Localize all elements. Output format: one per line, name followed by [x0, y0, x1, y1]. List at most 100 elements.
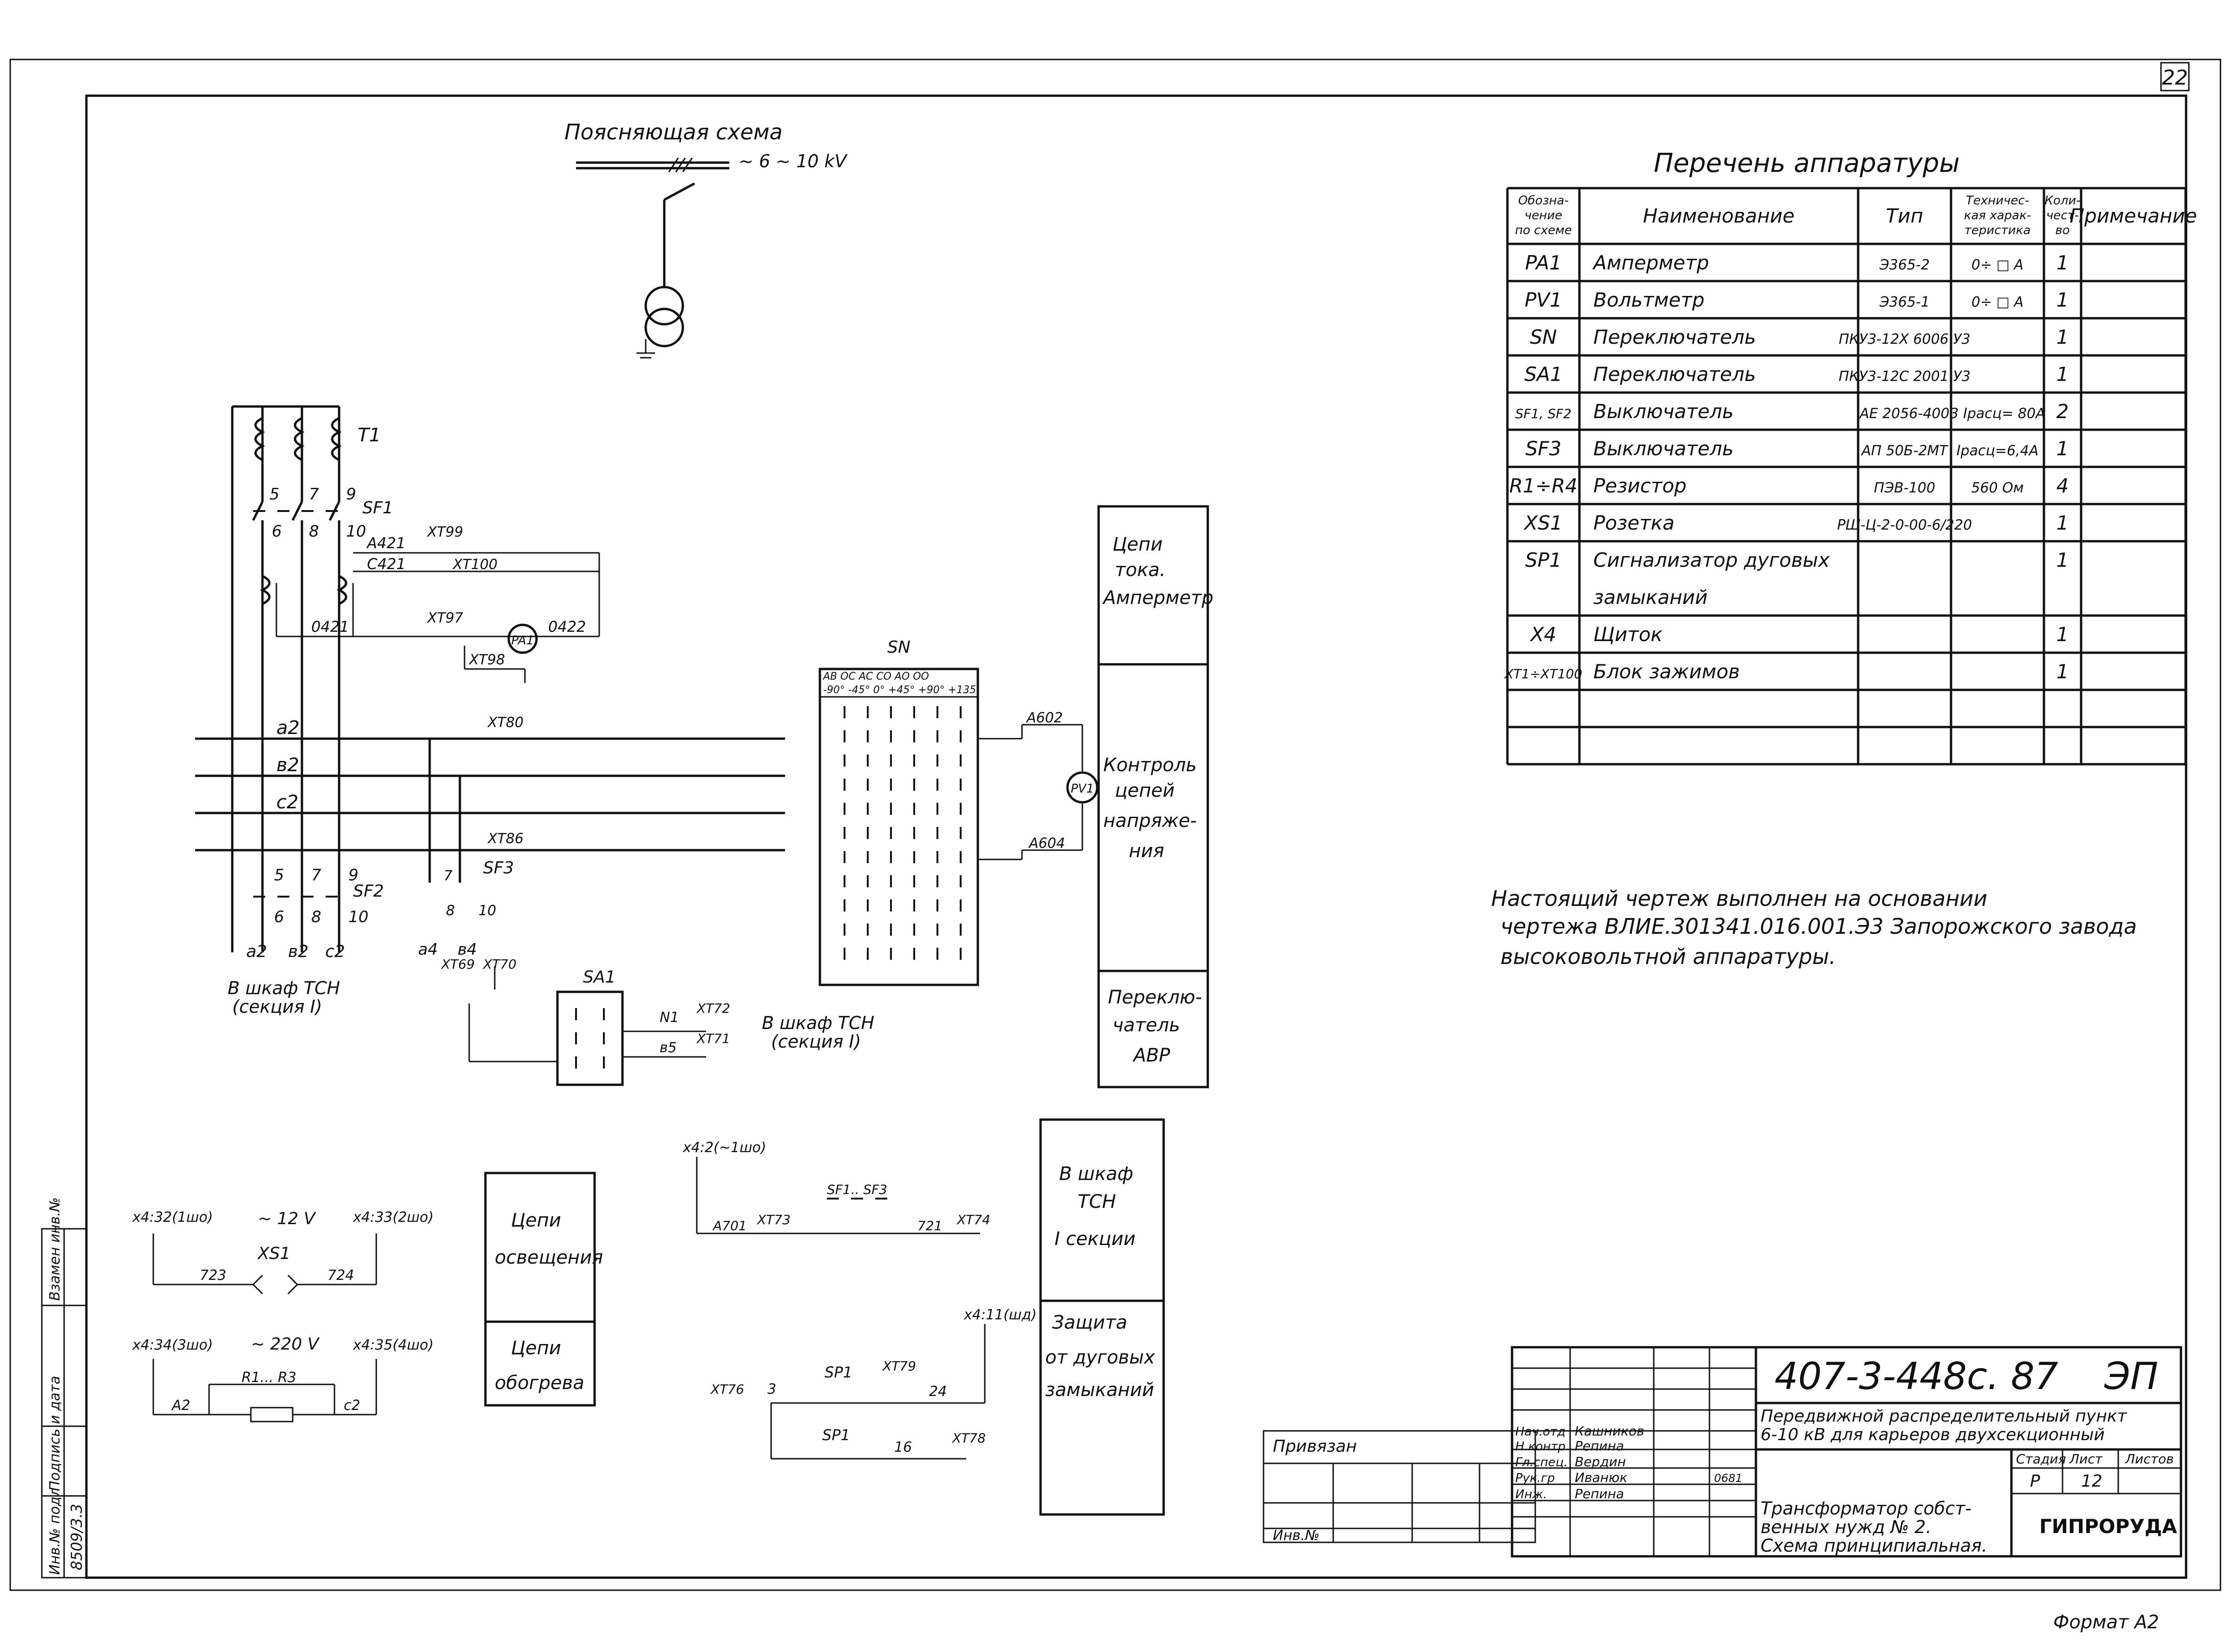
sf2-pin5: 5 — [274, 866, 284, 885]
table-header-3: теристика — [1965, 223, 2031, 237]
ammeter-pa1: PA1 — [511, 634, 534, 648]
name-4: Репина — [1575, 1486, 1624, 1501]
table-cell-r5-c2: АП 50Б-2МТ — [1860, 443, 1949, 459]
table-cell-r2-c4: 1 — [2056, 326, 2069, 348]
sf2-pin9: 9 — [348, 866, 359, 885]
label-a2-out: a2 — [246, 942, 267, 961]
outer-frame — [9, 59, 2221, 1591]
table-cell-r11-c4: 1 — [2056, 660, 2069, 683]
table-header-2: Тип — [1886, 204, 1923, 227]
sn-header1: АВ ОС АС СО АО ОО — [822, 671, 929, 682]
table-cell-r4-c0: SF1, SF2 — [1515, 406, 1572, 421]
sf1-pin8: 8 — [309, 522, 319, 541]
drawing-mark: ЭП — [2104, 1355, 2158, 1398]
table-header-0: по схеме — [1515, 223, 1572, 237]
side-stamp: Инв.№ подл Подпись и дата Взамен инв.№ 8… — [41, 1197, 87, 1579]
block-current-1: Цепи — [1113, 534, 1163, 555]
table-cell-r7-c4: 1 — [2056, 511, 2069, 534]
label-a604: A604 — [1028, 835, 1065, 852]
sf3-pin7: 7 — [444, 868, 452, 884]
name-3: Иванюк — [1575, 1470, 1627, 1485]
table-cell-r2-c1: Переключатель — [1593, 326, 1756, 348]
table-cell-r10-c0: X4 — [1530, 623, 1557, 646]
table-cell-r11-c1: Блок зажимов — [1593, 660, 1740, 683]
table-cell-r8-c0: SP1 — [1525, 549, 1562, 571]
role-1: Н.контр — [1515, 1440, 1565, 1454]
project-line1: Передвижной распределительный пункт — [1761, 1407, 2128, 1426]
tsn-a-line2: (секция I) — [232, 996, 322, 1017]
block-arc-2: от дуговых — [1045, 1347, 1155, 1368]
label-723: 723 — [200, 1267, 226, 1284]
block-voltage-4: ния — [1129, 840, 1164, 862]
explanatory-scheme: Поясняющая схема ~ 6 ~ 10 kV — [564, 119, 848, 359]
label-xt71: XT71 — [696, 1031, 730, 1046]
note-line1: Настоящий чертеж выполнен на основании — [1491, 886, 1987, 911]
table-cell-r1-c1: Вольтметр — [1593, 288, 1704, 311]
equipment-table-grid — [1506, 187, 2187, 766]
sheet-number: 22 — [2162, 66, 2188, 90]
table-cell-r6-c1: Резистор — [1593, 474, 1687, 497]
label-c421: C421 — [367, 555, 406, 573]
sf2-pin10: 10 — [348, 908, 368, 926]
note-line3: высоковольтной аппаратуры. — [1500, 944, 1836, 969]
label-sf2: SF2 — [353, 882, 384, 901]
sheet-value: 12 — [2081, 1472, 2102, 1491]
label-n1: N1 — [660, 1010, 679, 1026]
label-x411: x4:11(шд) — [963, 1307, 1037, 1323]
table-cell-r2-c2: ПКУ3-12Х 6006 У3 — [1839, 331, 1971, 347]
tsn-b-line1: В шкаф ТСН — [762, 1013, 874, 1033]
block-current-2: тока. — [1115, 559, 1166, 581]
label-c2-out: c2 — [325, 942, 345, 961]
label-a602: A602 — [1026, 710, 1063, 726]
switch-sa1: SA1 N1 в5 XT72 XT71 В шкаф ТСН (секция I… — [556, 968, 874, 1086]
table-cell-r1-c3: 0÷ □ А — [1971, 294, 2023, 310]
stage-value: Р — [2030, 1472, 2040, 1491]
function-blocks: Цепи тока. Амперметр Контроль цепей напр… — [484, 505, 1213, 1516]
sf1-pin10: 10 — [346, 522, 366, 541]
label-xt74: XT74 — [956, 1212, 990, 1227]
drawing-line2: венных нужд № 2. — [1761, 1517, 1932, 1537]
table-cell-r0-c1: Амперметр — [1592, 251, 1709, 274]
label-a701: A701 — [712, 1218, 747, 1233]
label-xt80: XT80 — [487, 715, 524, 731]
table-cell-r4-c1: Выключатель — [1593, 400, 1734, 423]
block-avr-1: Переклю- — [1108, 987, 1202, 1008]
equipment-title: Перечень аппаратуры — [1654, 148, 1960, 178]
block-tsn-3: I секции — [1054, 1228, 1136, 1250]
table-cell-r6-c0: R1÷R4 — [1509, 474, 1578, 497]
stage-label: Стадия — [2016, 1451, 2066, 1467]
block-voltage-3: напряже- — [1103, 810, 1197, 832]
tsn-b-line2: (секция I) — [771, 1031, 861, 1052]
block-arc-1: Защита — [1052, 1312, 1127, 1333]
table-cell-r5-c1: Выключатель — [1593, 437, 1734, 460]
tsn-a-line1: В шкаф ТСН — [228, 978, 340, 998]
label-xt100: XT100 — [452, 557, 498, 573]
label-r1r3: R1... R3 — [242, 1370, 296, 1386]
label-xt72: XT72 — [696, 1001, 730, 1016]
inv-label: Инв.№ — [1273, 1527, 1319, 1544]
role-0: Нач.отд — [1515, 1425, 1565, 1439]
label-b2-out: в2 — [288, 942, 308, 961]
label-0421: 0421 — [311, 618, 349, 636]
block-arc-3: замыканий — [1045, 1379, 1154, 1401]
table-cell-r3-c4: 1 — [2056, 363, 2069, 386]
label-bus-c2: c2 — [276, 792, 298, 813]
label-xt78: XT78 — [951, 1430, 986, 1446]
label-220v: ~ 220 V — [251, 1335, 320, 1354]
label-x432: x4:32(1шо) — [132, 1209, 213, 1226]
format-label: Формат А2 — [2053, 1612, 2159, 1633]
table-header-0: Обозна- — [1518, 194, 1569, 208]
label-721: 721 — [917, 1218, 942, 1233]
note: Настоящий чертеж выполнен на основании ч… — [1491, 886, 2137, 969]
table-cell-r10-c4: 1 — [2056, 623, 2069, 646]
label-0422: 0422 — [548, 618, 586, 636]
label-xt69: XT69 — [440, 957, 475, 972]
block-lighting-2: освещения — [495, 1247, 603, 1268]
block-tsn-1: В шкаф — [1059, 1163, 1133, 1185]
inner-frame — [85, 94, 2187, 1579]
label-sp1b: SP1 — [822, 1426, 850, 1444]
label-xt97: XT97 — [426, 610, 463, 626]
table-cell-r5-c0: SF3 — [1526, 437, 1562, 460]
table-header-1: Наименование — [1643, 204, 1794, 227]
